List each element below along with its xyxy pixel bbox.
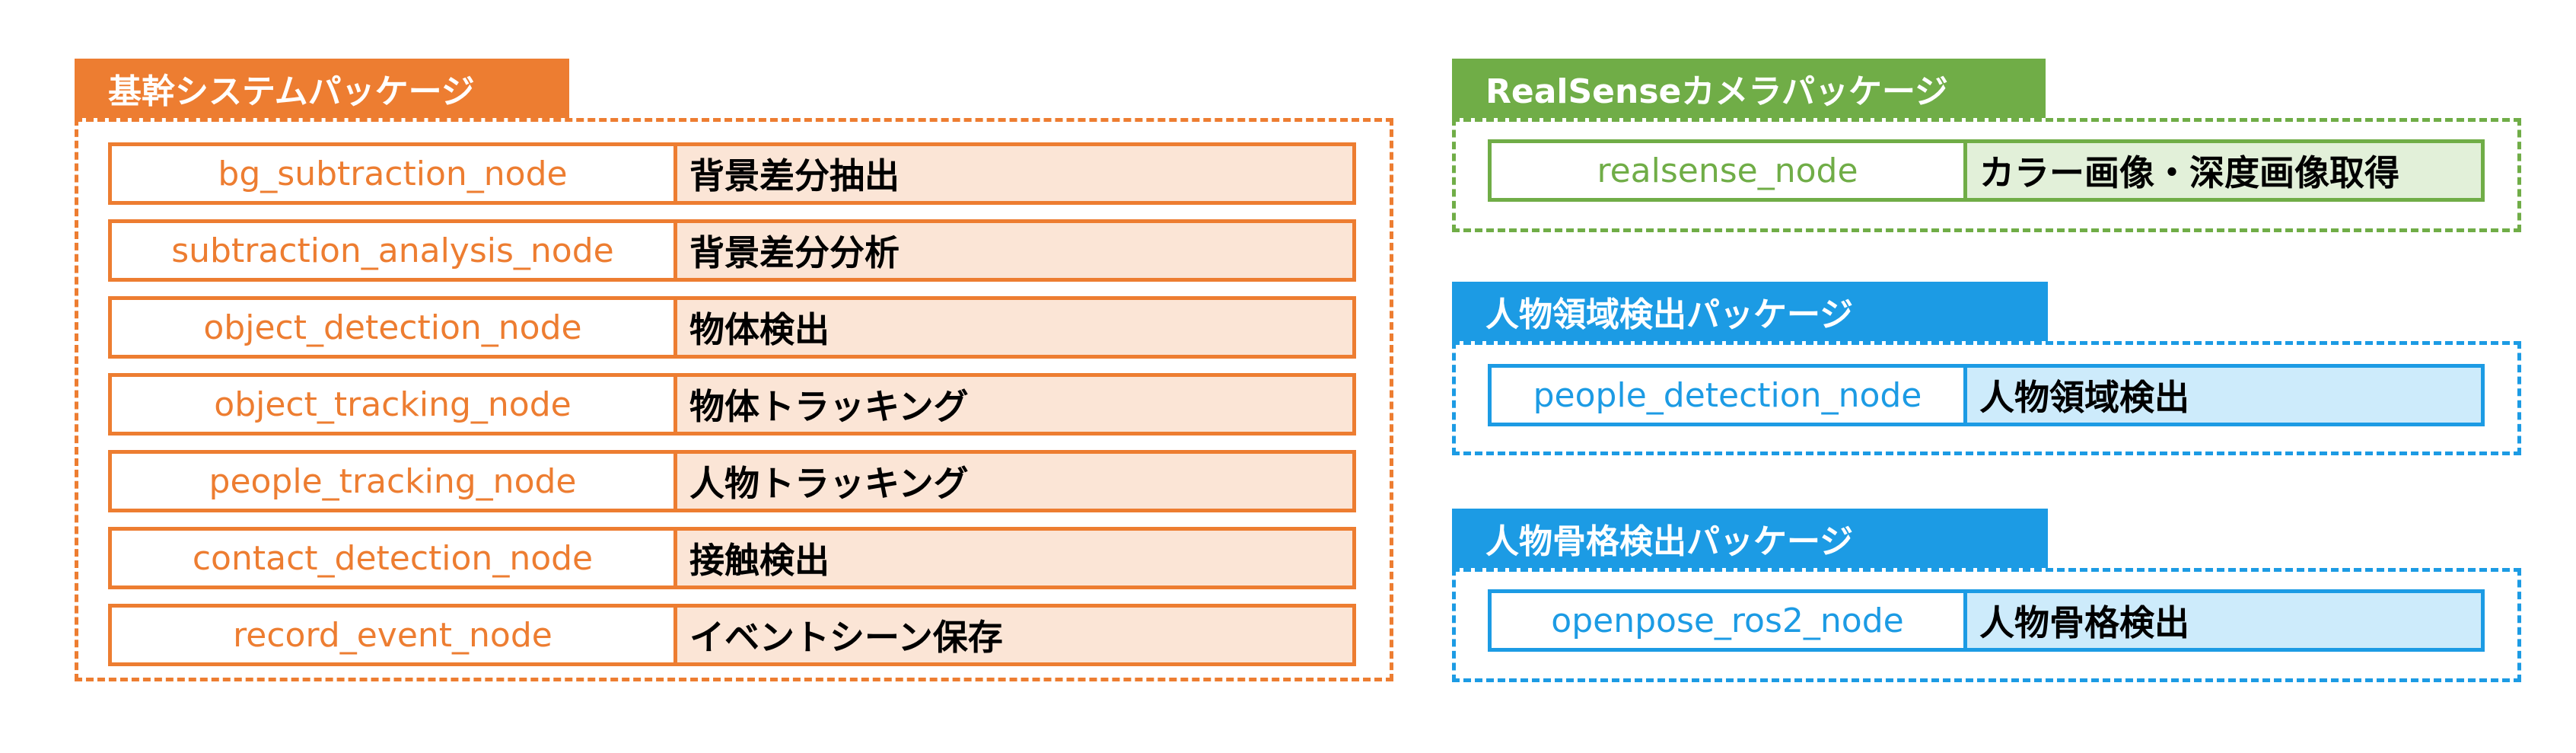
node-description: 人物トラッキング <box>677 454 1352 509</box>
skeleton-package-title: 人物骨格検出パッケージ <box>1452 509 2048 568</box>
node-description: 背景差分分析 <box>677 223 1352 278</box>
node-description: 人物領域検出 <box>1967 368 2481 423</box>
node-row-contact-detection: contact_detection_node 接触検出 <box>108 527 1356 589</box>
people-detection-package-title: 人物領域検出パッケージ <box>1452 282 2048 341</box>
node-name: subtraction_analysis_node <box>112 223 677 278</box>
people-detection-package-box <box>1452 341 2521 455</box>
node-description: イベントシーン保存 <box>677 608 1352 662</box>
node-description: 物体トラッキング <box>677 377 1352 432</box>
node-description: カラー画像・深度画像取得 <box>1967 143 2481 198</box>
node-name: contact_detection_node <box>112 531 677 585</box>
node-name: realsense_node <box>1492 143 1967 198</box>
node-description: 接触検出 <box>677 531 1352 585</box>
node-name: people_tracking_node <box>112 454 677 509</box>
node-name: bg_subtraction_node <box>112 146 677 201</box>
realsense-package-box <box>1452 118 2521 232</box>
core-package-box <box>75 118 1393 681</box>
node-row-bg-subtraction: bg_subtraction_node 背景差分抽出 <box>108 142 1356 205</box>
node-description: 人物骨格検出 <box>1967 593 2481 648</box>
node-description: 物体検出 <box>677 300 1352 355</box>
node-row-object-tracking: object_tracking_node 物体トラッキング <box>108 373 1356 436</box>
node-row-record-event: record_event_node イベントシーン保存 <box>108 604 1356 666</box>
core-package-title: 基幹システムパッケージ <box>75 59 569 118</box>
node-name: object_tracking_node <box>112 377 677 432</box>
skeleton-package-box <box>1452 568 2521 682</box>
node-name: object_detection_node <box>112 300 677 355</box>
node-row-people-tracking: people_tracking_node 人物トラッキング <box>108 450 1356 512</box>
node-description: 背景差分抽出 <box>677 146 1352 201</box>
node-row-people-detection: people_detection_node 人物領域検出 <box>1488 364 2485 426</box>
node-row-object-detection: object_detection_node 物体検出 <box>108 296 1356 359</box>
node-name: openpose_ros2_node <box>1492 593 1967 648</box>
node-row-openpose: openpose_ros2_node 人物骨格検出 <box>1488 589 2485 652</box>
node-row-realsense: realsense_node カラー画像・深度画像取得 <box>1488 139 2485 202</box>
node-row-subtraction-analysis: subtraction_analysis_node 背景差分分析 <box>108 219 1356 282</box>
realsense-package-title: RealSenseカメラパッケージ <box>1452 59 2046 118</box>
node-name: record_event_node <box>112 608 677 662</box>
node-name: people_detection_node <box>1492 368 1967 423</box>
